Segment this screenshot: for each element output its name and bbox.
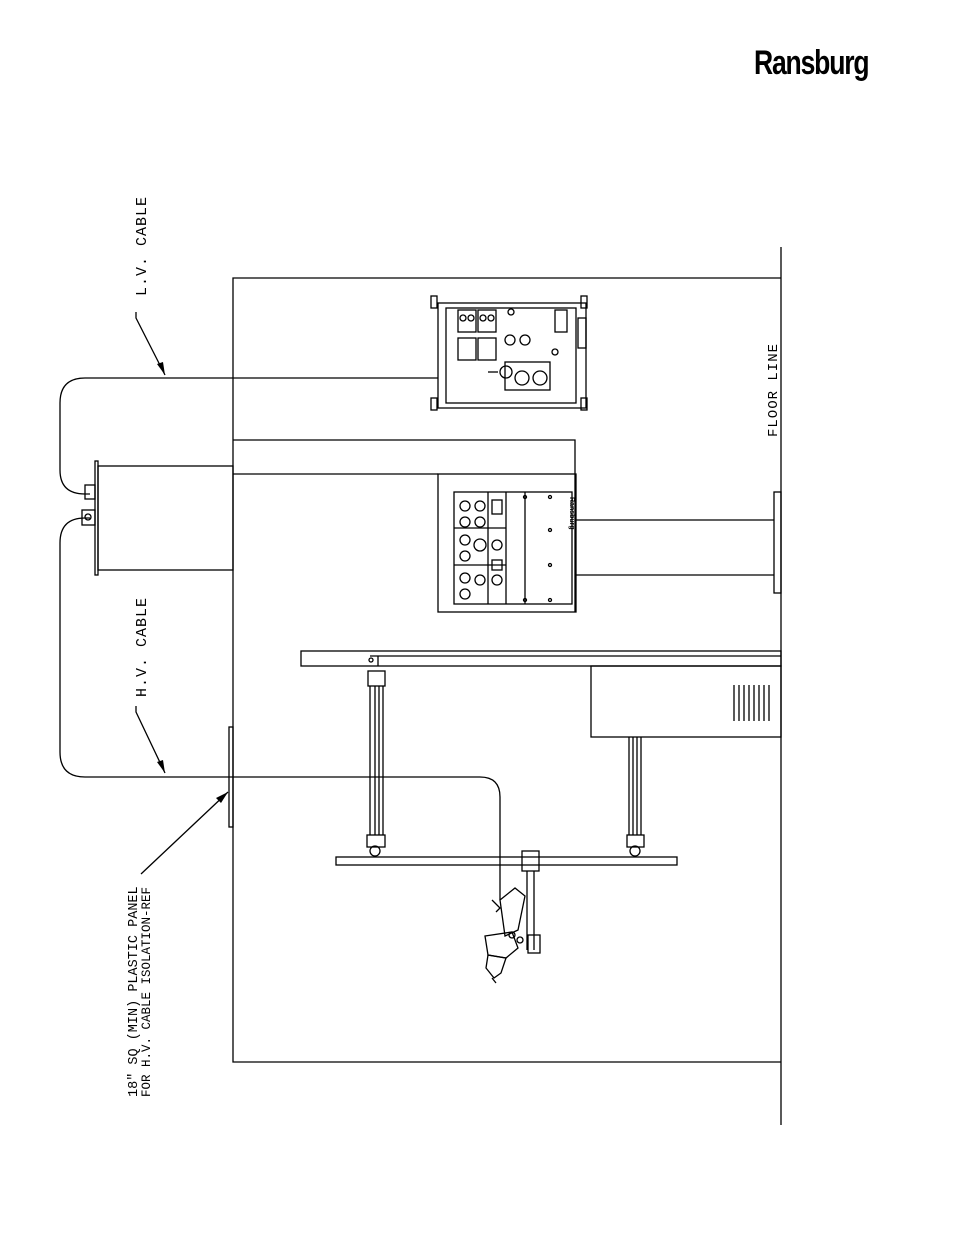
high-voltage-controller <box>438 474 576 612</box>
panel-note-line-2: FOR H.V. CABLE ISOLATION-REF <box>140 887 154 1097</box>
spray-applicator <box>485 888 525 983</box>
drive-unit <box>591 666 781 737</box>
controller-brand-mark: Ransburg <box>568 497 575 530</box>
low-voltage-controller <box>431 296 587 410</box>
hv-cable-route <box>60 518 500 900</box>
panel-note-leader <box>141 792 228 874</box>
support-column-right <box>627 737 644 856</box>
lv-cable-label: L.V. CABLE <box>134 196 151 296</box>
lv-cable-arrowhead <box>157 362 165 375</box>
lv-cable-route <box>60 378 438 494</box>
hv-supply-unit <box>82 461 233 575</box>
booth-wall <box>233 278 781 1062</box>
cross-beam <box>336 851 677 953</box>
hv-cable-label: H.V. CABLE <box>134 597 151 697</box>
hv-cable-arrowhead <box>157 760 165 773</box>
overhead-beam <box>301 651 781 666</box>
controller-shelf <box>233 440 575 612</box>
floor-line-label: FLOOR LINE <box>766 343 782 437</box>
controller-floor-stand <box>576 492 781 593</box>
support-column-left <box>367 671 385 856</box>
